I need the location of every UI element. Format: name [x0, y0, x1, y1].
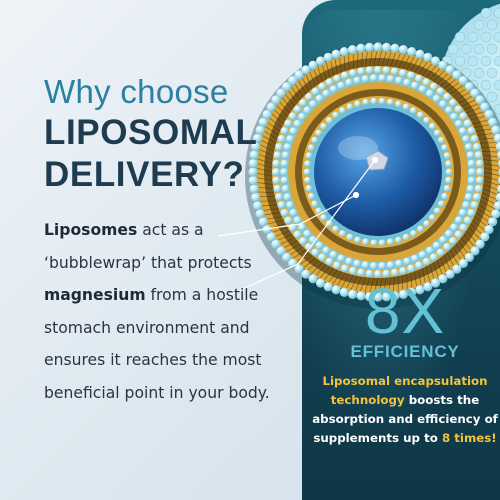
stat-number: 8X	[364, 275, 446, 347]
headline-line-1: Why choose	[44, 73, 229, 110]
headline-line-3: DELIVERY?	[44, 155, 245, 194]
stat-desc-mid: boosts the absorption and efficiency of …	[312, 393, 498, 445]
body-text-1: act as a ‘bubblewrap’ that protects	[44, 221, 252, 272]
stat-label: EFFICIENCY	[350, 342, 460, 361]
stat-desc-highlight: Liposomal encapsulation technology	[322, 374, 488, 407]
magnesium-term: magnesium	[44, 286, 146, 304]
pointer-lines	[217, 156, 379, 301]
headline: Why choose LIPOSOMAL DELIVERY?	[44, 72, 284, 196]
liposome-cross-section-icon	[245, 42, 500, 309]
body-text-2: from a hostile stomach environment and e…	[44, 286, 270, 402]
liposomes-term: Liposomes	[44, 221, 138, 239]
stat-description: Liposomal encapsulation technology boost…	[310, 372, 500, 448]
headline-line-2: LIPOSOMAL	[44, 113, 258, 152]
body-paragraph: Liposomes act as a ‘bubblewrap’ that pro…	[44, 214, 304, 409]
stat-desc-end: 8 times!	[441, 431, 497, 445]
